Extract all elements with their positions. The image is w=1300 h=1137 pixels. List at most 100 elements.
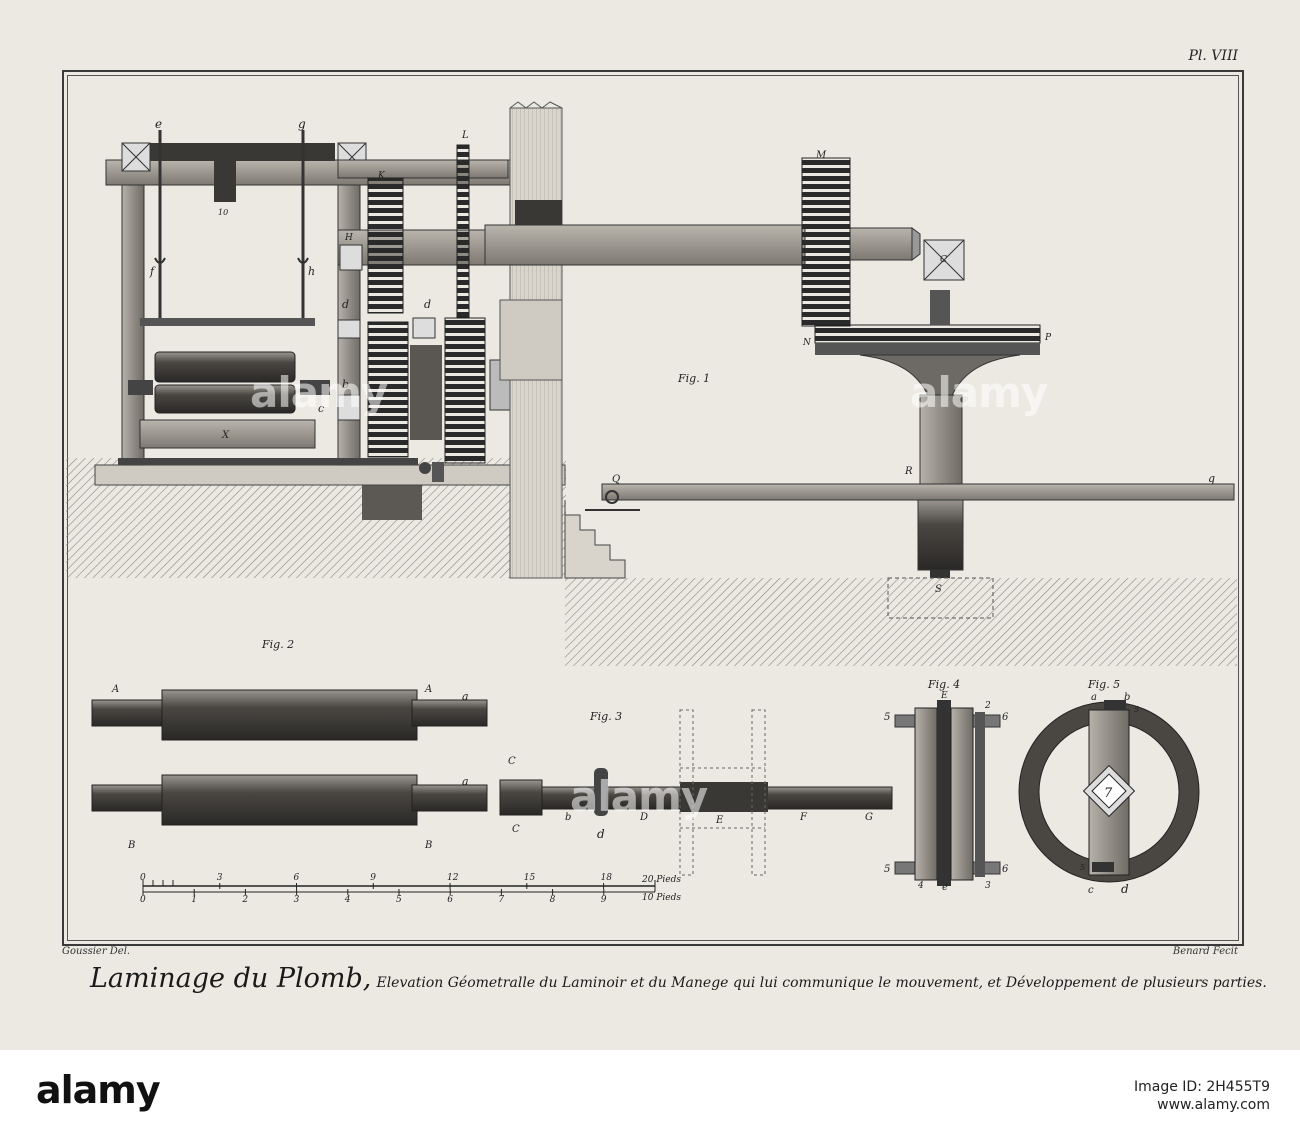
letter-label: S (935, 584, 942, 595)
gear-hub (410, 345, 442, 440)
scale-top-tick: 9 (370, 873, 376, 883)
letter-label: B (424, 840, 432, 851)
letter-label: d (1121, 882, 1129, 896)
letter-label: C (508, 756, 516, 767)
artist-credit-right: Benard Fecit (1172, 946, 1238, 957)
site-url: www.alamy.com (1157, 1097, 1270, 1113)
base-sill (94, 464, 566, 486)
letter-label: B (127, 840, 135, 851)
scale-top-tick: 12 (447, 873, 459, 883)
figure-2-rollers (91, 689, 488, 826)
table-beam-x (139, 419, 316, 449)
scale-bottom-unit: 10 Pieds (642, 893, 681, 903)
letter-label: A (424, 684, 432, 695)
engraving-plate: Pl. VIII (0, 0, 1300, 1050)
letter-label: 7 (1104, 786, 1113, 801)
letter-label: C (512, 824, 520, 835)
letter-label: e (942, 882, 948, 893)
letter-label: R (904, 466, 913, 477)
scale-top-tick: 15 (524, 873, 536, 883)
plate-subtitle: Elevation Géometralle du Laminoir et du … (376, 975, 1267, 991)
horse-arm (601, 483, 1235, 501)
letter-label: 5 (884, 864, 890, 875)
upper-roll (154, 351, 296, 383)
scale-bottom-tick: 6 (447, 895, 453, 905)
letter-label: 5 (1080, 863, 1085, 872)
letter-label: 6 (1002, 864, 1009, 875)
image-id-text: Image ID: 2H455T9 (1134, 1079, 1270, 1095)
scale-bottom-tick: 1 (191, 895, 197, 905)
letter-label: F (799, 812, 808, 823)
letter-label: 5 (884, 712, 890, 723)
fig4-label: Fig. 4 (927, 678, 960, 691)
scale-bottom-tick: 2 (241, 895, 248, 905)
letter-label: E (715, 815, 724, 826)
letter-label: 2 (984, 701, 991, 711)
letter-label: b (565, 812, 571, 823)
letter-label: M (815, 150, 827, 161)
tension-bar (140, 318, 315, 326)
gear-m (801, 157, 851, 327)
alamy-logo: alamy (36, 1068, 161, 1112)
fig3-label: Fig. 3 (589, 710, 622, 723)
letter-label: A (111, 684, 119, 695)
letter-label: a (1091, 692, 1097, 703)
letter-label: 10 (218, 208, 228, 217)
watermark-text: alamy (570, 772, 708, 821)
letter-label: d (597, 827, 605, 841)
letter-label: E (940, 691, 948, 701)
letter-label: q (1208, 472, 1215, 485)
letter-label: C (940, 255, 947, 265)
scale-top-tick: 3 (217, 873, 223, 883)
letter-label: Q (612, 474, 620, 485)
letter-label: N (802, 338, 812, 348)
scale-bottom-tick: 7 (498, 895, 504, 905)
scale-bottom-tick: 0 (140, 895, 146, 905)
letter-label: h (308, 265, 315, 278)
stock-brand-bar: alamy Image ID: 2H455T9 www.alamy.com (0, 1050, 1300, 1137)
scale-top-tick: 18 (601, 873, 613, 883)
scale-bottom-tick: 4 (344, 895, 351, 905)
letter-label: G (865, 812, 873, 823)
long-shaft (484, 224, 806, 266)
scale-top-unit: 20 Pieds (641, 875, 681, 885)
lower-roll (154, 384, 296, 414)
letter-label: L (461, 130, 469, 141)
gear-lower-1 (367, 321, 409, 458)
plate-number: Pl. VIII (1188, 48, 1239, 64)
scale-bottom-tick: 9 (601, 895, 607, 905)
top-roller (150, 143, 335, 161)
letter-label: c (1088, 885, 1094, 896)
fig5-label: Fig. 5 (1087, 678, 1120, 691)
gear-k (367, 177, 404, 314)
letter-label: e (155, 117, 162, 131)
letter-label: b (1124, 692, 1130, 703)
engraving-drawing: Fig. 1 Fig. 2 Fig. 3 Fig. 4 Fig. 5 e g f… (66, 101, 1237, 905)
watermark-text: alamy (250, 368, 388, 417)
plate-frame (62, 70, 1244, 946)
fig1-label: Fig. 1 (677, 372, 710, 385)
letter-label: 4 (917, 881, 924, 891)
roller-a (161, 689, 418, 741)
letter-label: 6 (1002, 712, 1009, 723)
watermark-text: alamy (910, 368, 1048, 417)
fig2-label: Fig. 2 (261, 638, 294, 651)
letter-label: K (377, 171, 386, 181)
scale-top-tick: 6 (294, 873, 300, 883)
image-id: Image ID: 2H455T9 www.alamy.com (1134, 1078, 1270, 1114)
figure-3-shaft (499, 709, 893, 876)
ground-right (565, 578, 1237, 666)
letter-label: c (318, 402, 324, 415)
letter-label: f (149, 265, 156, 278)
ground-pit (362, 485, 422, 520)
stairs (564, 500, 626, 579)
artist-credit-left: Goussier Del. (62, 946, 131, 957)
letter-label: a (462, 690, 469, 703)
letter-label: a (462, 775, 469, 788)
plate-caption: Laminage du Plomb, Elevation Géometralle… (90, 963, 1267, 994)
frame-post-left (121, 142, 145, 466)
letter-label: b (342, 378, 349, 391)
scale-bottom-tick: 8 (550, 895, 556, 905)
